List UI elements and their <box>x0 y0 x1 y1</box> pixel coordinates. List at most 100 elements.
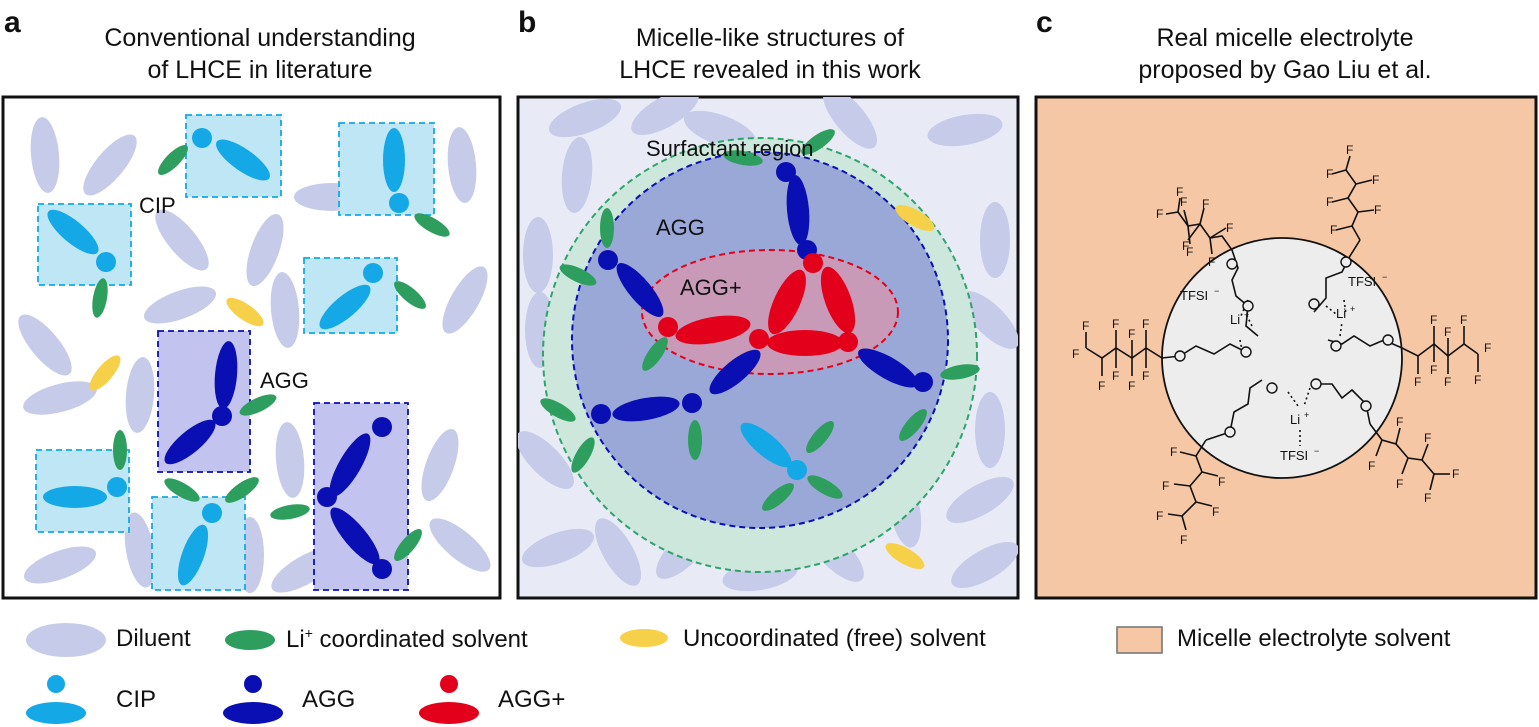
li-coordinated-group-a <box>92 145 450 561</box>
li-charge-1: + <box>1244 310 1249 320</box>
cip-label: CIP <box>139 193 176 218</box>
f-label: F <box>1346 143 1353 157</box>
legend-cip-swatch-body <box>26 702 86 724</box>
f-label: F <box>1082 319 1089 333</box>
f-label: F <box>1452 467 1459 481</box>
f-label: F <box>1326 167 1333 181</box>
f-label: F <box>1430 313 1437 327</box>
panel-b-title: Micelle-like structures of LHCE revealed… <box>540 22 1000 86</box>
tfsi-label-2: TFSI <box>1348 274 1376 289</box>
legend-li-prefix: Li <box>286 626 305 653</box>
f-label: F <box>1142 317 1149 331</box>
f-label: F <box>1128 327 1135 341</box>
f-label: F <box>1208 255 1215 269</box>
chem-labels: TFSI − Li + TFSI − Li + Li + TFSI − <box>1180 272 1387 463</box>
legend-li-sup: + <box>304 625 313 641</box>
f-label: F <box>1142 369 1149 383</box>
legend-micelle-swatch <box>1116 626 1163 654</box>
f-label: F <box>1330 223 1337 237</box>
li-label-1: Li <box>1230 312 1240 327</box>
panel-a-title-line1: Conventional understanding <box>104 24 416 52</box>
f-label: F <box>1162 479 1169 493</box>
oxygen-atoms <box>1174 256 1394 438</box>
li-label-2: Li <box>1336 306 1346 321</box>
f-label: F <box>1444 325 1451 339</box>
aggplus-label: AGG+ <box>680 275 742 300</box>
f-label: F <box>1430 363 1437 377</box>
tfsi-charge-2: − <box>1382 272 1387 282</box>
legend-diluent-swatch <box>26 623 106 657</box>
agg-molecules-b <box>591 162 933 424</box>
tfsi-charge-3: − <box>1314 446 1319 456</box>
panel-b-title-line2: LHCE revealed in this work <box>619 56 921 84</box>
panel-a-content <box>18 114 491 593</box>
panel-b-letter: b <box>518 6 537 39</box>
f-label: F <box>1460 313 1467 327</box>
f-label: F <box>1156 207 1163 221</box>
tfsi-charge-1: − <box>1214 286 1219 296</box>
surfactant-label: Surfactant region <box>646 136 814 161</box>
panel-c: TFSI − Li + TFSI − Li + Li + TFSI − F F … <box>1034 95 1538 600</box>
panel-b-content <box>518 97 1018 592</box>
panel-a: CIP AGG <box>1 95 502 600</box>
f-label: F <box>1444 375 1451 389</box>
legend-agg-label: AGG <box>302 686 356 713</box>
panel-a-title: Conventional understanding of LHCE in li… <box>40 22 480 86</box>
legend <box>26 623 1163 724</box>
cip-molecules-b <box>740 422 807 480</box>
legend-aggplus-swatch-dot <box>440 675 458 693</box>
f-label: F <box>1424 491 1431 505</box>
f-label: F <box>1414 375 1421 389</box>
li-charge-3: + <box>1304 410 1309 420</box>
legend-aggplus-label: AGG+ <box>498 686 566 713</box>
f-label: F <box>1112 317 1119 331</box>
tfsi-label-1: TFSI <box>1180 288 1208 303</box>
li-charge-2: + <box>1350 304 1355 314</box>
legend-micelle-label: Micelle electrolyte solvent <box>1177 625 1451 652</box>
tfsi-label-3: TFSI <box>1280 448 1308 463</box>
legend-free-solvent-swatch <box>620 629 668 647</box>
panel-c-title-line2: proposed by Gao Liu et al. <box>1138 56 1432 84</box>
li-coordinated-group-b <box>540 129 980 511</box>
f-label: F <box>1484 341 1491 355</box>
f-label: F <box>1180 533 1187 547</box>
free-solvent-group-a <box>89 297 264 391</box>
aggplus-molecules <box>658 253 858 356</box>
f-label: F <box>1176 185 1183 199</box>
f-label: F <box>1396 477 1403 491</box>
legend-cip-swatch-dot <box>47 675 65 693</box>
agg-molecules-a <box>164 341 392 579</box>
f-label: F <box>1226 221 1233 235</box>
panel-a-letter: a <box>4 6 21 39</box>
f-label: F <box>1180 195 1187 209</box>
f-label: F <box>1326 195 1333 209</box>
f-label: F <box>1396 415 1403 429</box>
panel-c-title-line1: Real micelle electrolyte <box>1156 24 1414 52</box>
fluorine-labels: F F F F F F F F F F F F F F F F F F F F … <box>1072 143 1491 547</box>
legend-agg-swatch-body <box>223 702 283 724</box>
f-label: F <box>1072 347 1079 361</box>
f-label: F <box>1186 245 1193 259</box>
free-solvent-group-b <box>885 205 935 569</box>
legend-cip-label: CIP <box>116 686 157 713</box>
legend-li-coordinated-swatch <box>225 630 275 650</box>
legend-diluent-label: Diluent <box>116 625 191 652</box>
panel-c-letter: c <box>1036 6 1053 39</box>
legend-agg-swatch-dot <box>244 675 262 693</box>
f-label: F <box>1424 431 1431 445</box>
f-label: F <box>1202 197 1209 211</box>
f-label: F <box>1374 203 1381 217</box>
cip-molecules <box>43 128 409 586</box>
f-label: F <box>1218 475 1225 489</box>
f-label: F <box>1170 445 1177 459</box>
f-label: F <box>1212 505 1219 519</box>
f-label: F <box>1156 509 1163 523</box>
legend-li-suffix: coordinated solvent <box>312 626 528 653</box>
legend-li-coordinated-label: Li+ coordinated solvent <box>286 625 528 654</box>
panel-c-title: Real micelle electrolyte proposed by Gao… <box>1060 22 1510 86</box>
legend-free-solvent-label: Uncoordinated (free) solvent <box>683 625 986 652</box>
f-label: F <box>1368 459 1375 473</box>
f-label: F <box>1182 239 1189 253</box>
surfactant-chains <box>1085 155 1479 531</box>
